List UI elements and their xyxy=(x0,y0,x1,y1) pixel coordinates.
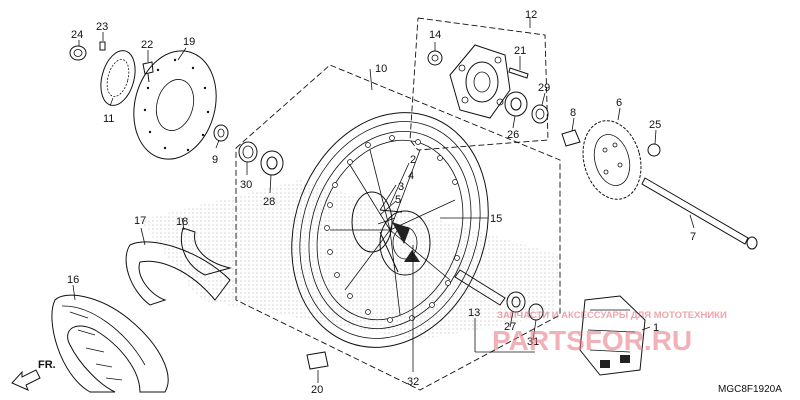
part-label-30: 30 xyxy=(240,179,252,191)
rim-band-part xyxy=(181,227,232,276)
front-direction-arrow: FR. xyxy=(11,359,56,391)
wheel-shading xyxy=(140,180,560,340)
bolt-part xyxy=(142,61,154,83)
part-label-7: 7 xyxy=(690,231,696,243)
watermark-brand: PARTSFOR.RU xyxy=(492,325,692,356)
damper-rubber-part xyxy=(579,295,646,376)
part-label-19: 19 xyxy=(183,36,195,48)
part-label-29: 29 xyxy=(538,82,550,94)
part-label-15: 15 xyxy=(490,213,502,225)
side-collar-part xyxy=(561,129,581,147)
part-label-24: 24 xyxy=(71,29,83,41)
part-label-27: 27 xyxy=(504,321,516,333)
part-label-9: 9 xyxy=(212,154,218,166)
part-label-14: 14 xyxy=(429,29,441,41)
distance-collar-part xyxy=(454,269,506,306)
part-label-22: 22 xyxy=(141,39,153,51)
part-label-17: 17 xyxy=(134,215,146,227)
part-label-4: 4 xyxy=(408,170,414,182)
part-label-12: 12 xyxy=(525,9,537,21)
part-label-8: 8 xyxy=(570,107,576,119)
inner-tube-part xyxy=(125,241,231,306)
part-label-13: 13 xyxy=(468,307,480,319)
nut-part xyxy=(69,45,87,61)
part-label-18: 18 xyxy=(176,216,188,228)
part-label-20: 20 xyxy=(311,384,323,396)
part-label-23: 23 xyxy=(96,21,108,33)
part-label-2: 2 xyxy=(410,154,416,166)
collar-part xyxy=(213,124,229,142)
watermark: ЗАПЧАСТИ И АКСЕССУАРЫ ДЛЯ МОТОТЕХНИКИ PA… xyxy=(492,310,727,356)
part-label-28: 28 xyxy=(263,196,275,208)
flange-collar-part xyxy=(427,50,443,66)
part-number-labels: 24 23 22 19 11 9 30 28 10 2 3 4 5 15 18 … xyxy=(67,9,696,396)
screw-part xyxy=(99,41,106,51)
sprocket-nut-part xyxy=(647,143,661,157)
driven-flange-part xyxy=(449,44,511,119)
diagram-code: MGC8F1920A xyxy=(718,384,782,395)
valve-cap-part xyxy=(306,351,329,370)
flange-seal-part xyxy=(531,104,549,124)
part-label-31: 31 xyxy=(527,336,539,348)
right-bearing-part xyxy=(506,291,526,313)
dust-seal-part xyxy=(238,141,258,163)
brake-disc-part xyxy=(133,50,217,160)
part-label-32: 32 xyxy=(407,376,419,388)
watermark-tagline: ЗАПЧАСТИ И АКСЕССУАРЫ ДЛЯ МОТОТЕХНИКИ xyxy=(497,310,727,321)
part-label-1: 1 xyxy=(653,322,659,334)
rear-wheel-part xyxy=(291,112,489,348)
flange-bearing-part xyxy=(504,91,528,117)
direction-label: FR. xyxy=(38,359,56,371)
part-label-6: 6 xyxy=(616,97,622,109)
sprocket-part xyxy=(582,120,642,200)
leader-lines xyxy=(72,18,695,383)
bearing-part xyxy=(260,150,284,176)
part-label-16: 16 xyxy=(67,274,79,286)
part-label-10: 10 xyxy=(375,63,387,75)
tire-part xyxy=(51,294,169,393)
part-label-26: 26 xyxy=(507,129,519,141)
part-label-21: 21 xyxy=(514,45,526,57)
part-label-25: 25 xyxy=(649,119,661,131)
axle-part xyxy=(641,177,758,250)
part-label-5: 5 xyxy=(395,194,401,206)
part-label-11: 11 xyxy=(103,113,114,125)
part-label-3: 3 xyxy=(398,181,404,193)
stud-part xyxy=(508,67,529,79)
pulser-ring-part xyxy=(100,50,136,106)
